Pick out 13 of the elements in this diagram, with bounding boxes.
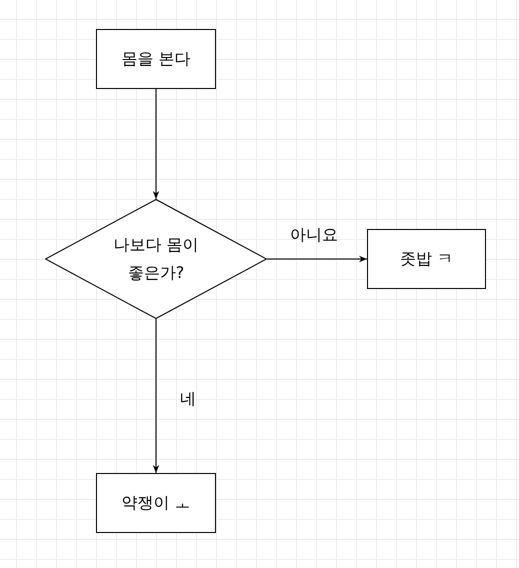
edge-label: 네 bbox=[180, 389, 196, 410]
node-label: 약쟁이 ㅗ bbox=[121, 492, 191, 514]
process-box bbox=[367, 229, 486, 289]
node-label: 몸을 본다 bbox=[121, 48, 191, 70]
arrow bbox=[152, 88, 160, 200]
arrow bbox=[152, 318, 160, 474]
process-box bbox=[96, 473, 216, 533]
process-box bbox=[96, 29, 216, 89]
arrow bbox=[266, 256, 368, 262]
decision-diamond bbox=[45, 199, 267, 319]
node-label: 좃밥 ㅋ bbox=[400, 248, 454, 270]
edge-label: 아니요 bbox=[290, 225, 338, 246]
node-label: 나보다 몸이 좋은가? bbox=[112, 234, 200, 284]
